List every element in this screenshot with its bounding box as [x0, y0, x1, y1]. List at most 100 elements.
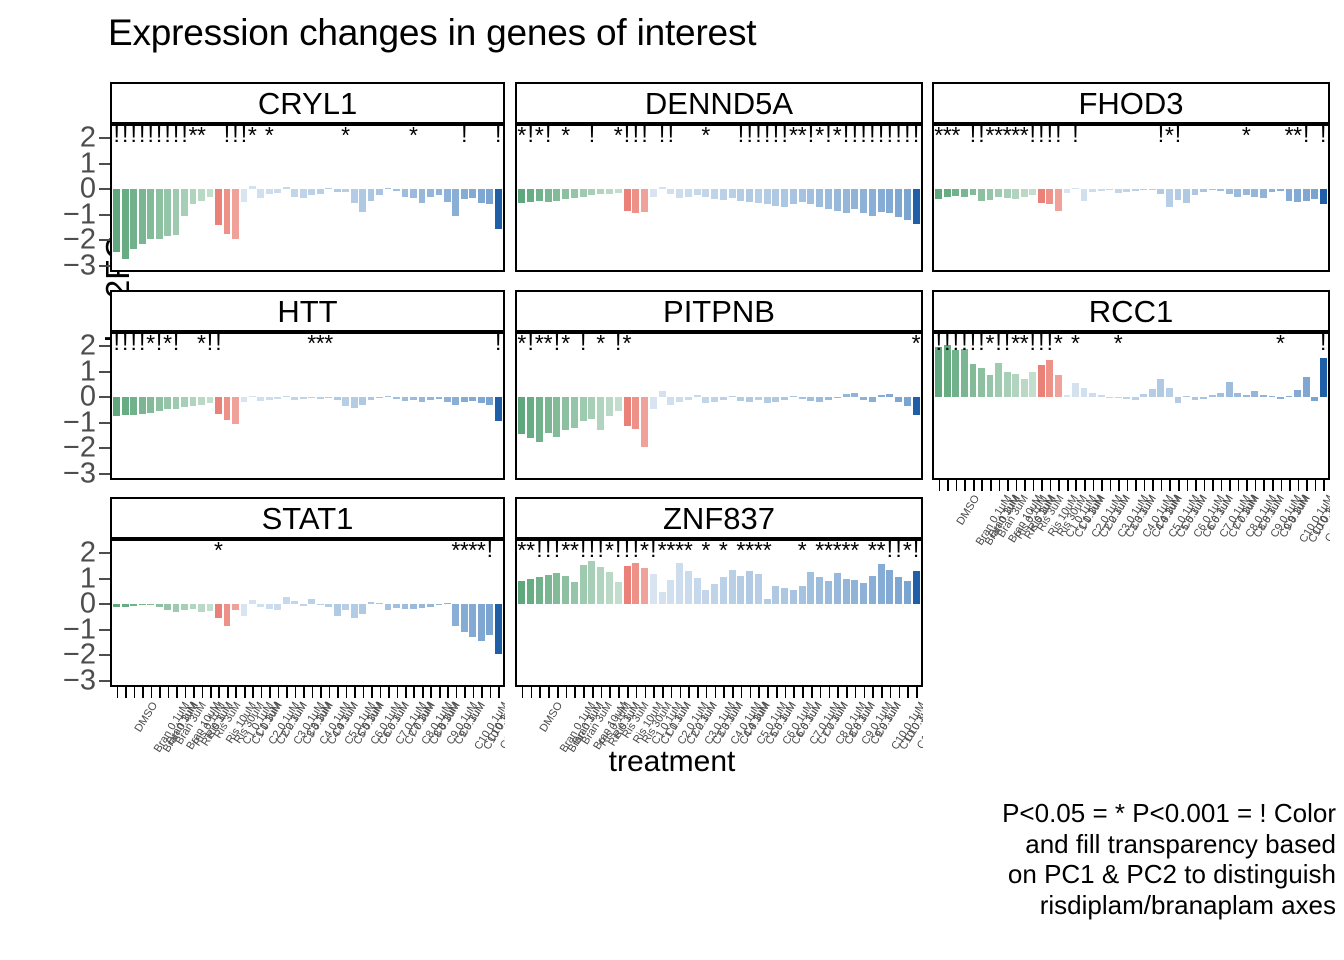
bar — [486, 604, 494, 635]
significance-marker: ! — [122, 124, 129, 147]
y-tick-label: −3 — [62, 457, 96, 490]
significance-marker: ! — [172, 332, 180, 355]
bar — [240, 604, 248, 616]
x-tick — [1109, 480, 1112, 491]
significance-marker: ! — [147, 124, 154, 147]
bar — [189, 189, 197, 205]
gene-name: FHOD3 — [1078, 85, 1184, 121]
significance-marker: ! — [1320, 332, 1327, 355]
x-tick — [1280, 480, 1283, 491]
significance-marker: * — [666, 539, 676, 563]
x-tick — [337, 687, 339, 698]
bar — [860, 397, 868, 400]
bar — [1063, 189, 1071, 193]
significance-marker: * — [264, 124, 274, 148]
y-tick-label: 2 — [79, 121, 96, 154]
significance-marker: ! — [658, 124, 666, 147]
plot-area: ***!!*****!!!!!!*!***!! — [932, 124, 1330, 272]
bar — [1089, 392, 1096, 398]
bar — [350, 189, 358, 204]
y-tick — [99, 421, 110, 424]
bar — [719, 577, 727, 605]
bar — [164, 604, 171, 611]
x-tick — [1152, 480, 1154, 491]
bar — [781, 397, 789, 401]
x-tick — [328, 687, 331, 698]
x-tick — [846, 687, 848, 698]
y-tick-label: −1 — [62, 406, 96, 439]
bar — [223, 397, 231, 421]
bar — [1157, 379, 1165, 398]
bar — [763, 397, 771, 403]
bar — [676, 189, 684, 198]
significance-marker: ! — [138, 124, 146, 147]
bar — [641, 189, 649, 213]
significance-marker: * — [517, 124, 527, 148]
bar — [868, 189, 876, 216]
bar — [952, 349, 960, 398]
x-tick — [1126, 480, 1129, 491]
significance-marker: * — [1293, 124, 1303, 148]
significance-marker: ! — [1055, 124, 1062, 147]
x-tick — [498, 687, 500, 698]
y-tick-label: −2 — [62, 638, 96, 671]
significance-marker: ! — [215, 332, 222, 355]
x-tick — [947, 480, 949, 491]
bar — [798, 397, 806, 400]
bar — [754, 397, 762, 400]
facet-strip-label: HTT — [110, 290, 505, 332]
bar — [693, 189, 701, 196]
bar — [1191, 189, 1199, 196]
bar — [868, 576, 876, 605]
bar — [527, 189, 535, 202]
bar — [719, 189, 727, 200]
y-tick-label: −2 — [62, 431, 96, 464]
bar — [969, 189, 977, 196]
y-tick — [99, 264, 110, 267]
bar — [265, 189, 273, 195]
x-tick — [881, 687, 883, 698]
bar — [1191, 397, 1199, 400]
bar — [1200, 397, 1208, 399]
facet-panel-cryl1: CRYL1!!!!!!!!!**!!!****!! — [110, 82, 505, 272]
significance-marker: ! — [580, 539, 587, 562]
bar — [684, 189, 692, 197]
gene-name: HTT — [277, 293, 338, 329]
bar — [746, 571, 754, 605]
bar — [121, 189, 129, 260]
x-tick — [705, 687, 708, 698]
bar — [842, 578, 850, 605]
significance-marker: * — [985, 332, 995, 356]
x-tick — [819, 687, 822, 698]
bar — [789, 189, 797, 204]
significance-marker: ! — [895, 124, 902, 147]
bar — [860, 583, 868, 605]
bar — [544, 189, 552, 203]
significance-marker: ! — [961, 332, 968, 355]
bar — [359, 604, 366, 615]
x-tick — [653, 687, 655, 698]
x-tick — [1323, 480, 1325, 491]
x-tick — [133, 687, 136, 698]
significance-marker: ! — [904, 124, 911, 147]
page-title: Expression changes in genes of interest — [108, 12, 757, 53]
bar — [772, 586, 780, 605]
x-tick — [1220, 480, 1223, 491]
x-tick — [556, 687, 559, 698]
bar — [1251, 391, 1259, 398]
significance-marker: * — [640, 539, 650, 563]
bar — [1234, 189, 1242, 197]
bar — [435, 604, 443, 606]
bar — [746, 397, 754, 403]
significance-marker: ! — [240, 124, 248, 147]
bar — [282, 396, 290, 398]
x-tick — [184, 687, 187, 698]
bar — [1029, 372, 1037, 398]
bar — [198, 397, 205, 405]
bar — [376, 602, 383, 605]
significance-marker: * — [683, 539, 693, 563]
significance-marker: * — [146, 332, 156, 356]
bar — [477, 397, 485, 404]
significance-marker: ! — [553, 332, 561, 355]
